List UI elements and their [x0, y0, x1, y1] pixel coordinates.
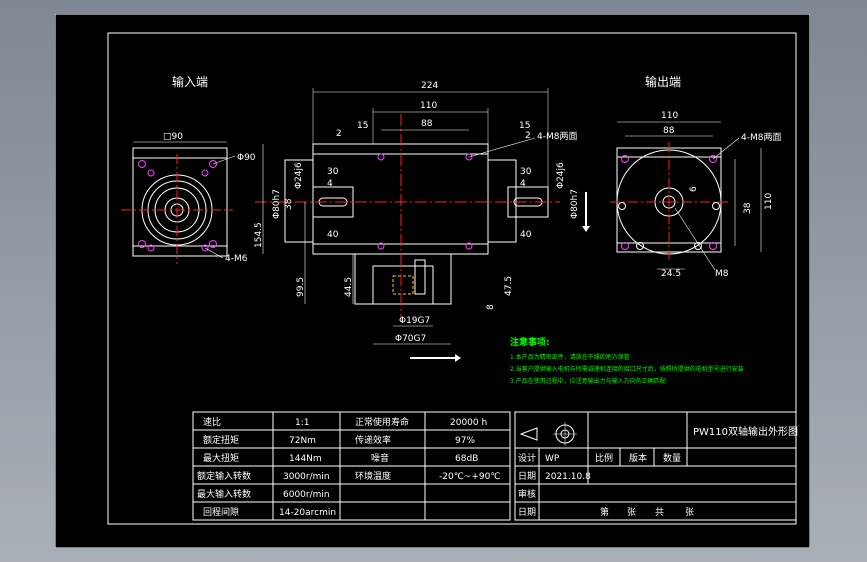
spec-r0c2: 正常使用寿命 [355, 416, 409, 428]
projection-cone-icon [519, 427, 538, 441]
dim-2-right: 2 [525, 131, 531, 141]
dim-8: 8 [486, 304, 496, 310]
review-label: 审核 [518, 488, 536, 500]
dim-2-left: 2 [336, 129, 342, 139]
spec-r5c1: 14-20arcmin [279, 508, 336, 518]
spec-r2c2: 噪音 [371, 452, 389, 464]
inner-frame [107, 32, 797, 525]
dim-40-right: 40 [520, 230, 532, 240]
spec-r1c2: 传递效率 [355, 434, 391, 446]
dim-88: 88 [421, 119, 433, 129]
dim-15-left: 15 [357, 121, 368, 131]
spec-r0c0: 速比 [203, 416, 221, 428]
note-line-3: 3.产品在使用过程中，应注意输出力与输入方向的正确匹配 [510, 377, 666, 385]
sheet-word-1: 第 [600, 506, 609, 518]
date-label: 日期 [518, 471, 536, 482]
date-value: 2021.10.8 [545, 472, 591, 482]
dim-dia80-left: Φ80h7 [272, 189, 282, 219]
spec-r1c0: 额定扭矩 [203, 434, 239, 446]
left-shaft [312, 186, 354, 218]
notes-heading: 注意事项: [510, 336, 550, 348]
output-end-view: 110 88 4-M8两面 6 38 110 24.5 M8 [610, 111, 781, 279]
qty-label: 数量 [663, 452, 681, 464]
spec-r3c0: 额定输入转数 [197, 470, 251, 482]
notes-block: 注意事项: 1.本产品为精密部件，请放在干燥的地方保管 2.当客户提供输入电机与… [510, 336, 744, 385]
note-line-1: 1.本产品为精密部件，请放在干燥的地方保管 [510, 353, 630, 361]
design-label: 设计 [518, 452, 536, 464]
spec-r4c1: 6000r/min [283, 490, 330, 500]
input-hole-2 [209, 160, 217, 168]
dim-47-5: 47.5 [504, 276, 514, 296]
dim-30-right: 30 [520, 167, 532, 177]
dim-square-90: □90 [163, 132, 183, 142]
dim-224: 224 [421, 81, 438, 91]
input-flange-square [132, 147, 228, 257]
dim-dia24-right: Φ24j6 [556, 162, 566, 189]
dim-99-5: 99.5 [296, 277, 306, 297]
dim-154-5: 154.5 [254, 222, 264, 248]
output-view-label: 输出端 [645, 74, 681, 89]
bottom-flange [354, 253, 452, 305]
dim-out-holes: 4-M8两面 [741, 132, 781, 143]
drawing-canvas: 输入端 输出端 □90 Φ90 4-M6 [54, 13, 811, 549]
input-hole-4 [209, 240, 217, 248]
spec-r3c3: -20℃~+90℃ [439, 472, 500, 482]
dim-4-right: 4 [520, 179, 526, 189]
dim-out-6: 6 [689, 186, 699, 192]
spec-r2c3: 68dB [455, 454, 478, 464]
dim-out-24-5: 24.5 [661, 269, 681, 279]
spec-table: 速比 1:1 正常使用寿命 20000 h 额定扭矩 72Nm 传递效率 97%… [192, 411, 511, 521]
dim-out-110v: 110 [764, 193, 774, 210]
note-line-2: 2.当客户提供输入电机与所需减速机连接的接口尺寸后，按照所提供的电机型号进行安装 [510, 365, 744, 373]
right-flange [487, 159, 517, 243]
dim-out-88: 88 [663, 126, 675, 136]
dim-dia-90: Φ90 [237, 153, 256, 163]
input-view-label: 输入端 [172, 74, 208, 89]
input-hole-1 [138, 160, 146, 168]
dim-15-right: 15 [519, 121, 530, 131]
spec-r3c1: 3000r/min [283, 472, 330, 482]
spec-r2c1: 144Nm [289, 454, 322, 464]
dim-4-left: 4 [327, 179, 333, 189]
sheet-word-3: 共 [655, 507, 664, 518]
dim-44-5: 44.5 [344, 277, 354, 297]
dim-dia70: Φ70G7 [395, 334, 426, 344]
spec-r1c1: 72Nm [289, 436, 316, 446]
dim-holes-top: 4-M8两面 [537, 131, 577, 142]
title-block: PW110双轴输出外形图 设计 WP 比例 版本 数量 日期 2021.10.8… [514, 411, 798, 521]
side-view: 224 110 88 15 15 2 2 4-M8两面 30 4 30 4 40… [254, 81, 590, 362]
drawing-sheet: 输入端 输出端 □90 Φ90 4-M6 [54, 13, 811, 549]
dim-38-side: 38 [284, 198, 294, 210]
dim-dia24-left: Φ24j6 [294, 162, 304, 189]
input-end-view: □90 Φ90 4-M6 [121, 132, 256, 264]
dim-out-m8: M8 [715, 269, 729, 279]
spec-r3c2: 环境温度 [355, 470, 391, 482]
drawing-title: PW110双轴输出外形图 [693, 425, 798, 438]
spec-r1c3: 97% [455, 436, 475, 446]
spec-r4c0: 最大输入转数 [197, 488, 251, 500]
right-shaft [507, 186, 549, 218]
spec-r2c0: 最大扭矩 [203, 452, 239, 464]
spec-r5c0: 回程间隙 [203, 506, 239, 518]
spec-r0c3: 20000 h [450, 418, 487, 428]
dim-dia19: Φ19G7 [399, 316, 430, 326]
spec-r0c1: 1:1 [295, 418, 309, 428]
dim-out-38: 38 [743, 202, 753, 214]
dim-dia80-right: Φ80h7 [570, 189, 580, 219]
sheet-word-4: 张 [685, 507, 694, 518]
scale-label: 比例 [595, 452, 613, 464]
version-label: 版本 [629, 452, 647, 464]
dim-30-left: 30 [327, 167, 339, 177]
dim-out-110: 110 [661, 111, 678, 121]
dim-110: 110 [420, 101, 437, 111]
dim-4-m6: 4-M6 [225, 254, 248, 264]
dim-40-left: 40 [327, 230, 339, 240]
date2-label: 日期 [518, 507, 536, 518]
input-hole-3 [138, 240, 146, 248]
sheet-word-2: 张 [627, 507, 636, 518]
designer-value: WP [545, 454, 560, 464]
